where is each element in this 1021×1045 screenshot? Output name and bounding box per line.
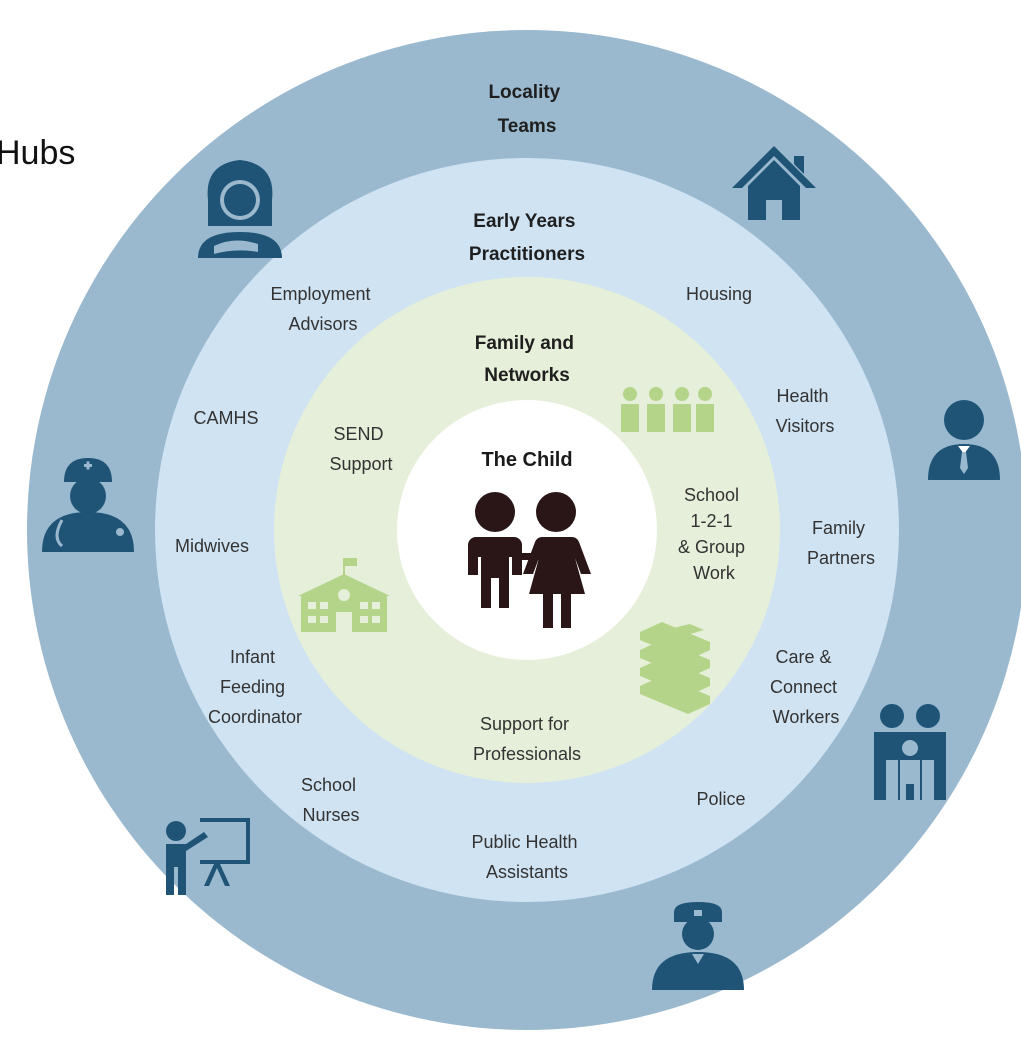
house-icon (732, 146, 816, 220)
send-support-label: SEND Support (329, 424, 392, 474)
school-group-work-label: School 1-2-1 & Group Work (678, 485, 750, 583)
camhs-label: CAMHS (193, 408, 258, 428)
midwives-label: Midwives (175, 536, 249, 556)
health-visitors-label: Health Visitors (776, 386, 835, 436)
support-for-professionals-label: Support for Professionals (473, 714, 581, 764)
teacher-icon (166, 818, 250, 895)
school-building-icon (298, 558, 390, 632)
child-center-circle (397, 400, 657, 660)
family-icon (874, 704, 946, 800)
child-title: The Child (481, 449, 572, 471)
hubs-heading: Hubs (0, 134, 75, 172)
early-years-title: Early Years Practitioners (469, 211, 585, 265)
children-icon (468, 492, 591, 628)
public-health-assistants-label: Public Health Assistants (471, 832, 582, 882)
care-connect-workers-label: Care & Connect Workers (770, 647, 842, 727)
nurse-icon (42, 458, 134, 552)
mother-with-baby-icon (198, 160, 282, 258)
family-partners-label: Family Partners (807, 518, 875, 568)
people-group-icon (621, 387, 714, 432)
housing-label: Housing (686, 284, 752, 304)
books-icon (640, 622, 710, 714)
infant-feeding-coordinator-label: Infant Feeding Coordinator (208, 647, 302, 727)
employment-advisors-label: Employment Advisors (270, 284, 375, 334)
locality-teams-title: Locality Teams (488, 82, 565, 137)
school-nurses-label: School Nurses (301, 775, 361, 825)
family-networks-title: Family and Networks (475, 333, 580, 386)
police-label: Police (696, 789, 745, 809)
police-officer-icon (652, 902, 744, 990)
businessman-icon (928, 400, 1000, 480)
